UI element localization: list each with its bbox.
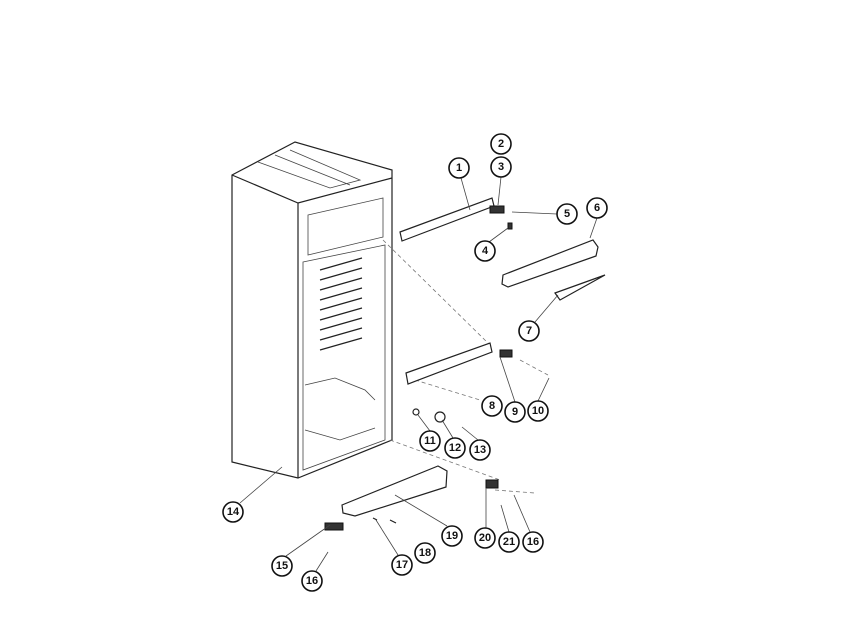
svg-text:19: 19 <box>446 530 458 542</box>
callout-5: 5 <box>556 203 578 225</box>
callout-14: 14 <box>222 501 244 523</box>
evaporator-fins <box>319 257 363 351</box>
svg-text:12: 12 <box>449 442 461 454</box>
callout-13: 13 <box>469 439 491 461</box>
handle-insert-part <box>554 274 606 301</box>
leader-lines <box>239 176 598 572</box>
callout-19: 19 <box>441 525 463 547</box>
svg-text:15: 15 <box>276 560 288 572</box>
callout-6: 6 <box>586 197 608 219</box>
top-hinge-part <box>489 205 505 214</box>
hinge-cover-part <box>399 197 495 242</box>
svg-text:16: 16 <box>527 536 539 548</box>
middle-hinge-part <box>499 349 513 358</box>
hinge-pin-part <box>507 222 513 230</box>
callout-21: 21 <box>498 531 520 553</box>
svg-text:3: 3 <box>498 161 504 173</box>
door-handle-part <box>501 239 599 288</box>
svg-text:7: 7 <box>526 325 532 337</box>
svg-text:13: 13 <box>474 444 486 456</box>
svg-text:1: 1 <box>456 162 462 174</box>
callout-3: 3 <box>490 156 512 178</box>
leveling-foot-part <box>324 522 344 531</box>
washer-part <box>412 408 420 416</box>
refrigerator-cabinet <box>231 141 393 479</box>
svg-text:8: 8 <box>489 400 495 412</box>
svg-text:4: 4 <box>482 245 489 257</box>
callout-18: 18 <box>414 542 436 564</box>
svg-text:20: 20 <box>479 532 491 544</box>
callout-11: 11 <box>419 430 441 452</box>
svg-text:18: 18 <box>419 547 431 559</box>
cap-part <box>434 411 446 423</box>
callout-1: 1 <box>448 157 470 179</box>
svg-text:16: 16 <box>306 575 318 587</box>
svg-text:17: 17 <box>396 559 408 571</box>
callout-7: 7 <box>518 320 540 342</box>
bottom-hinge-part <box>485 479 499 489</box>
callout-2: 2 <box>490 133 512 155</box>
mullion-bar-part <box>405 342 493 385</box>
callout-15: 15 <box>271 555 293 577</box>
svg-text:21: 21 <box>503 536 515 548</box>
callout-9: 9 <box>504 401 526 423</box>
svg-text:11: 11 <box>424 435 436 447</box>
svg-text:6: 6 <box>594 202 600 214</box>
callout-4: 4 <box>474 240 496 262</box>
kick-plate-part <box>341 465 448 517</box>
callout-20: 20 <box>474 527 496 549</box>
svg-text:10: 10 <box>532 405 544 417</box>
assembly-lines <box>382 239 549 494</box>
callout-10: 10 <box>527 400 549 422</box>
callout-17: 17 <box>391 554 413 576</box>
svg-text:2: 2 <box>498 138 504 150</box>
svg-text:14: 14 <box>227 506 240 518</box>
callout-12: 12 <box>444 437 466 459</box>
callout-8: 8 <box>481 395 503 417</box>
svg-text:9: 9 <box>512 406 518 418</box>
svg-text:5: 5 <box>564 208 570 220</box>
callout-16-left: 16 <box>301 570 323 592</box>
callout-16-right: 16 <box>522 531 544 553</box>
